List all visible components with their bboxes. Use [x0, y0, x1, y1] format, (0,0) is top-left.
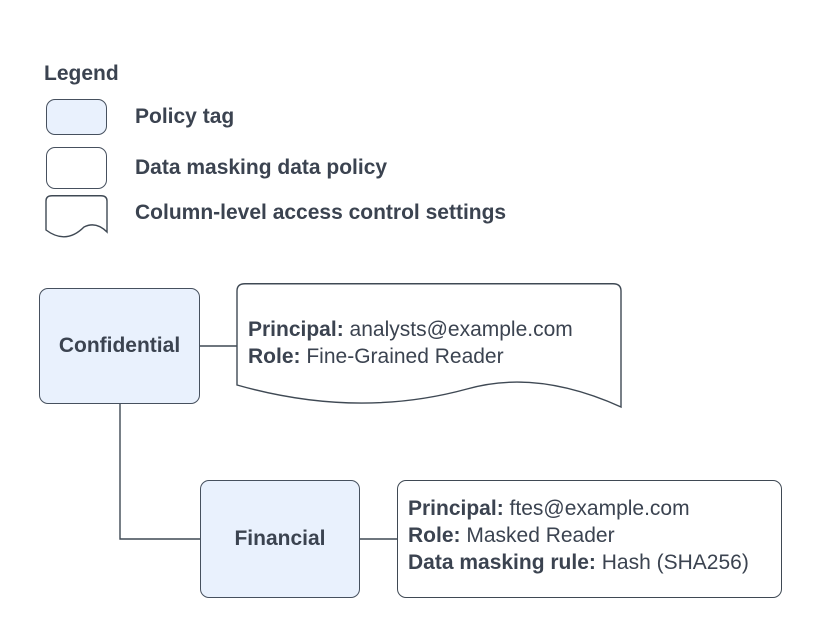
financial-annotation-policy-box — [397, 480, 782, 598]
annotation-line: Data masking rule: Hash (SHA256) — [408, 549, 749, 576]
legend-item-label-document: Column-level access control settings — [135, 201, 507, 224]
node-financial: Financial — [200, 480, 360, 598]
field-value: ftes@example.com — [509, 497, 690, 520]
field-value: analysts@example.com — [349, 318, 573, 341]
field-value: Hash (SHA256) — [601, 551, 749, 574]
legend-policy-tag-swatch — [46, 99, 107, 135]
legend-item-label-data-policy: Data masking data policy — [135, 156, 388, 179]
legend-item-label-policy-tag: Policy tag — [135, 105, 235, 128]
field-label: Role: — [408, 524, 461, 547]
annotation-line: Role: Fine-Grained Reader — [248, 343, 573, 370]
legend-title: Legend — [44, 62, 119, 85]
annotation-line: Role: Masked Reader — [408, 522, 749, 549]
node-financial-label: Financial — [234, 527, 326, 550]
field-label: Data masking rule: — [408, 551, 596, 574]
confidential-annotation-text: Principal: analysts@example.com Role: Fi… — [248, 316, 573, 370]
connector-confidential-financial — [119, 404, 200, 540]
field-label: Role: — [248, 345, 301, 368]
annotation-line: Principal: ftes@example.com — [408, 495, 749, 522]
field-label: Principal: — [248, 318, 344, 341]
legend-document-swatch — [45, 195, 108, 238]
node-confidential: Confidential — [39, 288, 200, 404]
field-value: Fine-Grained Reader — [306, 345, 504, 368]
node-confidential-label: Confidential — [58, 334, 181, 357]
annotation-line: Principal: analysts@example.com — [248, 316, 573, 343]
field-label: Principal: — [408, 497, 504, 520]
financial-annotation-text: Principal: ftes@example.com Role: Masked… — [408, 495, 749, 576]
field-value: Masked Reader — [466, 524, 615, 547]
legend-data-policy-swatch — [46, 147, 107, 189]
